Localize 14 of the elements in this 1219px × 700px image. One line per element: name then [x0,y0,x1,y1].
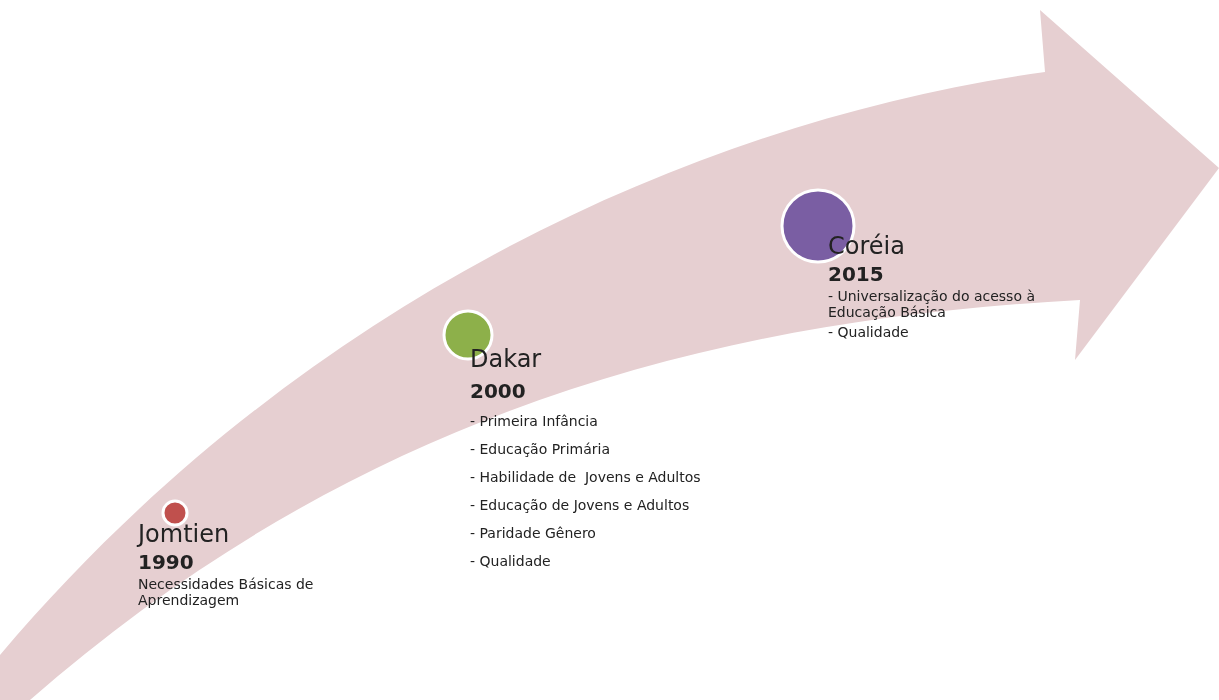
goal-text: - Qualidade [470,553,551,569]
goal-text: - Educação de Jovens e Adultos [470,497,690,513]
goal-text: - Educação Primária [470,441,610,457]
goal-text: - Universalização do acesso à Educação Básica [828,288,1036,320]
goal-text: - Primeira Infância [470,413,598,429]
goal-text: - Paridade Gênero [470,525,596,541]
place-name: Jomtien [138,520,230,548]
year-label: 1990 [138,550,194,574]
year-label: 2015 [828,262,884,286]
year-label: 2000 [470,379,526,403]
goal-text: - Habilidade de Jovens e Adultos [470,469,701,485]
goal-text: - Qualidade [828,324,909,340]
place-name: Dakar [470,345,542,373]
goal-text: Necessidades Básicas de Aprendizagem [138,576,315,608]
